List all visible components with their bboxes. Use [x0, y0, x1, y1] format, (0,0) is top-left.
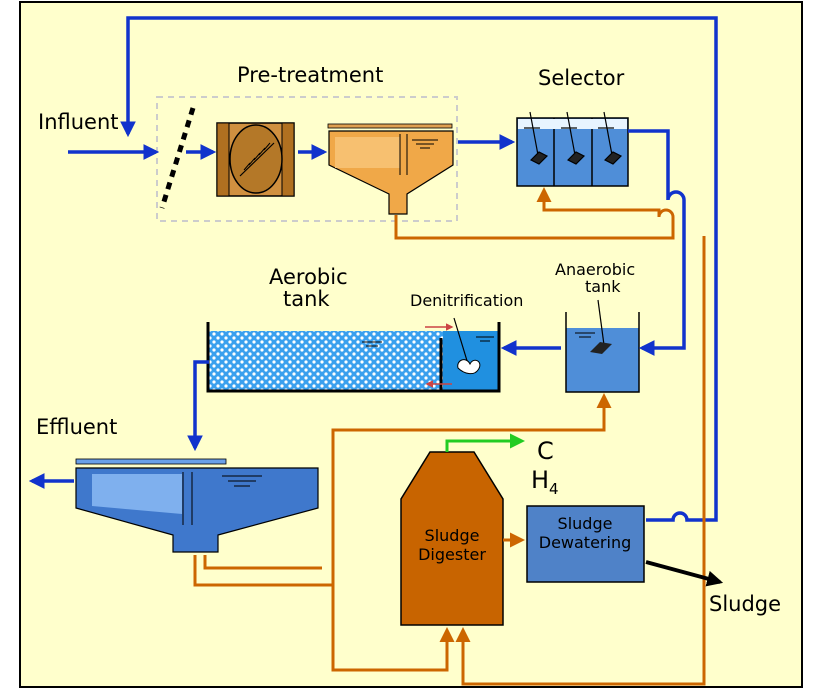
grit-chamber-icon [216, 122, 295, 197]
sludge-dewatering [526, 505, 645, 583]
final-clarifier [75, 458, 319, 553]
sludge-output-arrow [645, 560, 724, 587]
ch4-label-c: C [537, 437, 554, 465]
selector-tanks [516, 111, 629, 187]
anaerobic-label-line2: tank [585, 277, 621, 296]
denitrification-label: Denitrification [410, 291, 523, 310]
biogas-flow-line [445, 433, 525, 452]
digester-label-line2: Digester [418, 545, 486, 564]
effluent-label: Effluent [36, 415, 117, 439]
anaerobic-label-line1: Anaerobic [555, 260, 635, 279]
sludge-output-label: Sludge [709, 592, 781, 616]
sludge-digester [400, 451, 504, 626]
ch4-label-h: H [531, 466, 549, 494]
sludge-flow-lines [193, 187, 706, 686]
primary-clarifier [327, 123, 454, 215]
influent-label: Influent [38, 110, 119, 134]
pretreatment-label: Pre-treatment [237, 63, 383, 87]
selector-label: Selector [538, 66, 625, 90]
dewatering-label-line2: Dewatering [539, 533, 632, 552]
bar-screen-icon [159, 107, 196, 209]
water-flow-lines [28, 16, 718, 522]
dewatering-label-line1: Sludge [558, 514, 613, 533]
digester-label-line1: Sludge [425, 526, 480, 545]
aerobic-label-line2: tank [283, 287, 330, 311]
aerobic-label-line1: Aerobic [269, 265, 348, 289]
aerobic-tank [206, 317, 501, 393]
ch4-label-subscript: 4 [549, 480, 559, 498]
